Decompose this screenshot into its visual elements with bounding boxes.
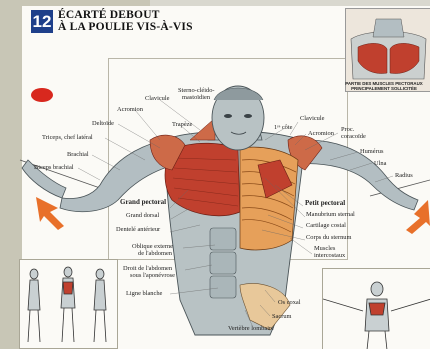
label-acromion-right: Acromion	[308, 130, 334, 137]
label-trapeze: Trapèze	[172, 121, 192, 128]
red-dot-marker	[31, 88, 53, 102]
label-muscles1: Muscles	[314, 245, 335, 252]
label-sterno: Sterno-cléido-	[178, 87, 215, 94]
pectoral-inset	[345, 8, 430, 92]
abdomen	[210, 228, 236, 298]
label-premiere-cote: 1ʳᵉ côte	[274, 124, 292, 131]
label-grand-pectoral: Grand pectoral	[120, 199, 166, 206]
label-vertebre: Vertèbre lombaire	[228, 325, 274, 332]
label-os-coxal: Os coxal	[278, 299, 301, 306]
label-proc: Proc.	[341, 126, 354, 133]
label-radius: Radius	[395, 172, 413, 179]
label-muscles2: intercostaux	[314, 252, 345, 259]
inset-caption-line2: PRINCIPALEMENT SOLLICITÉE	[338, 86, 430, 91]
label-sacrum: Sacrum	[272, 313, 292, 320]
label-ulna: Ulna	[374, 160, 386, 167]
label-ligne-blanche: Ligne blanche	[126, 290, 162, 297]
label-mastoidien: mastoïdien	[182, 94, 210, 101]
label-cartilage: Cartilage costal	[306, 222, 346, 229]
label-oblique2: de l'abdomen	[138, 250, 172, 257]
label-biceps: Biceps brachial	[34, 164, 74, 171]
label-grand-dorsal: Grand dorsal	[126, 212, 159, 219]
label-deltoide: Deltoïde	[92, 120, 114, 127]
label-oblique1: Oblique externe	[132, 243, 173, 250]
label-clavicule-right: Clavicule	[300, 115, 325, 122]
label-manubrium: Manubrium sternal	[306, 211, 355, 218]
label-coracoide: coracoïde	[341, 133, 366, 140]
figure-inset-right	[322, 268, 430, 349]
arrow-left-icon	[36, 197, 64, 230]
figure-inset-left	[19, 259, 118, 349]
title-line1: ÉCARTÉ DEBOUT	[58, 9, 193, 21]
label-corps: Corps du sternum	[306, 234, 351, 241]
label-clavicule-left: Clavicule	[145, 95, 170, 102]
label-humerus: Humérus	[360, 148, 383, 155]
inset-caption: PARTIE DES MUSCLES PECTORAUX PRINCIPALEM…	[338, 81, 430, 91]
label-droit2: sous l'aponévrose	[130, 272, 175, 279]
label-dentele: Dentelé antérieur	[116, 226, 160, 233]
label-brachial: Brachial	[67, 151, 89, 158]
exercise-number: 12	[31, 10, 53, 33]
label-acromion-left: Acromion	[117, 106, 143, 113]
page-title: ÉCARTÉ DEBOUT À LA POULIE VIS-À-VIS	[58, 9, 193, 33]
label-petit-pectoral: Petit pectoral	[305, 200, 345, 207]
label-droit1: Droit de l'abdomen	[123, 265, 172, 272]
title-line2: À LA POULIE VIS-À-VIS	[58, 21, 193, 33]
label-triceps: Triceps, chef latéral	[42, 134, 93, 141]
